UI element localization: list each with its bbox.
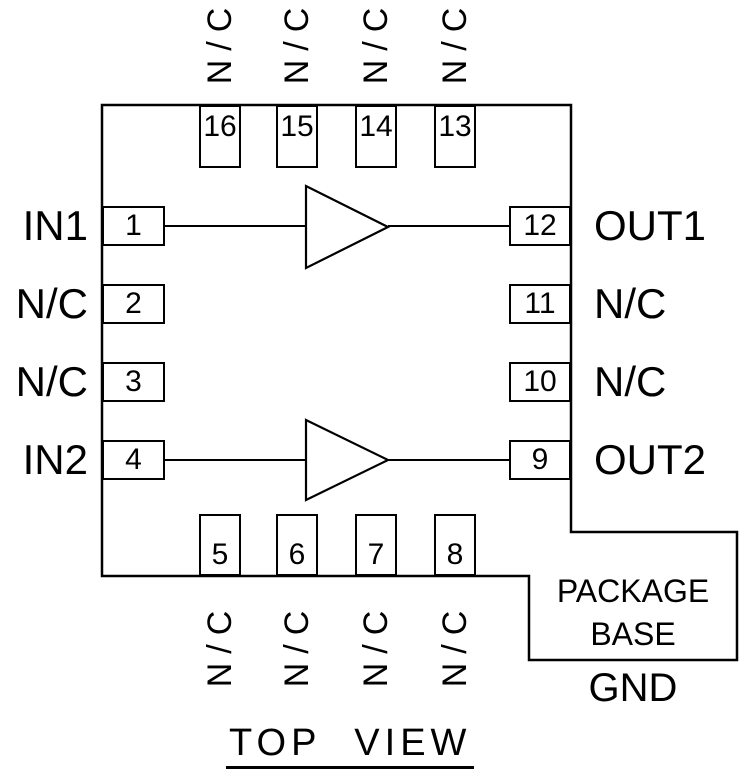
gnd-label: GND [588, 666, 678, 710]
pin-number: 10 [523, 365, 557, 398]
pin-label-nc-11: N/C [594, 280, 667, 327]
pin-number: 2 [125, 287, 142, 320]
pin-number: 11 [524, 287, 556, 320]
pin-box-16: 16 [199, 105, 241, 168]
pin-number: 16 [203, 110, 237, 143]
pin-label-nc-2: N/C [15, 280, 88, 327]
pin-number: 7 [367, 538, 385, 571]
pin-number: 6 [288, 538, 306, 571]
pin-label-in1: IN1 [22, 202, 88, 249]
pin-box-9: 9 [509, 440, 571, 480]
pin-box-2: 2 [102, 284, 165, 324]
pin-box-7: 7 [355, 514, 397, 576]
pin-box-6: 6 [276, 514, 318, 576]
pin-number: 1 [125, 209, 142, 242]
pin-box-3: 3 [102, 362, 165, 402]
amplifier2-icon [304, 418, 391, 502]
pin-number: 14 [359, 110, 393, 143]
pin-number: 8 [446, 538, 464, 571]
pin-label-nc-8: N/C [435, 601, 474, 688]
pin-label-nc-3: N/C [15, 358, 88, 405]
pin-box-10: 10 [509, 362, 571, 402]
pin-number: 3 [125, 365, 142, 398]
pin-number: 5 [211, 538, 229, 571]
pin-label-nc-10: N/C [594, 358, 667, 405]
pin-number: 4 [125, 443, 142, 476]
pin-box-14: 14 [355, 105, 397, 168]
pin-number: 9 [531, 443, 549, 476]
pin-box-13: 13 [434, 105, 476, 168]
package-base-line2: BASE [590, 616, 676, 652]
pin-label-out2: OUT2 [594, 436, 707, 483]
pin-label-out1: OUT1 [594, 202, 707, 249]
pin-number: 13 [438, 110, 472, 143]
pin-box-1: 1 [102, 206, 165, 246]
package-outline [100, 103, 739, 662]
pin-label-in2: IN2 [22, 436, 88, 483]
pin-box-5: 5 [199, 514, 241, 576]
amplifier1-icon [304, 184, 391, 270]
pin-box-8: 8 [434, 514, 476, 576]
package-base-label: PACKAGE BASE [529, 570, 737, 656]
pin-number: 15 [280, 110, 314, 143]
pin-box-4: 4 [102, 440, 165, 480]
pin-label-nc-13: N/C [435, 0, 474, 85]
top-view-title: TOP VIEW [226, 724, 475, 769]
pin-box-15: 15 [276, 105, 318, 168]
pin-box-11: 11 [509, 284, 571, 324]
package-base-line1: PACKAGE [556, 573, 710, 609]
pin-box-12: 12 [509, 206, 571, 246]
pin-number: 12 [523, 209, 557, 242]
